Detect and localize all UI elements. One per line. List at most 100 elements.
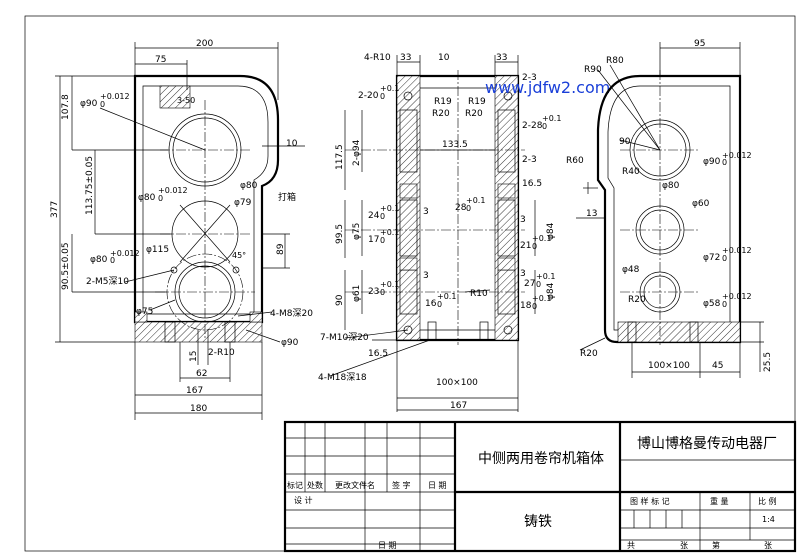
side-dim-24-tol: +0.1 — [380, 204, 399, 213]
dim-phi80a: φ80 — [240, 181, 258, 191]
side-dim-2-28-tol0: 0 — [542, 122, 547, 131]
side-dim-r19a: R19 — [434, 97, 452, 107]
side-dim-7-m10: 7-M10深20 — [320, 332, 369, 343]
side-dim-2-phi94: 2-φ94 — [352, 139, 362, 166]
side-dim-2-3a: 2-3 — [522, 73, 537, 83]
front-foot-right — [249, 311, 263, 323]
tb-zhang: 张 — [680, 541, 688, 550]
rear-dim-phi72: φ72 — [703, 253, 720, 263]
side-dim-21-tol: +0.1 — [532, 234, 551, 243]
front-inner-wall — [142, 85, 269, 315]
dim-phi115: φ115 — [146, 245, 169, 255]
side-dim-2-28-tol: +0.1 — [542, 114, 561, 123]
side-dim-28: 28 — [455, 203, 467, 213]
tb-bili-val: 1:4 — [762, 515, 775, 524]
material: 铸铁 — [524, 514, 552, 530]
rear-dim-phi80: φ80 — [662, 181, 680, 191]
tb-tuyang: 图 样 标 记 — [630, 496, 670, 506]
rear-dim-phi90-tol: +0.012 — [722, 151, 752, 160]
rear-dim-phi58: φ58 — [703, 299, 721, 309]
dim-phi80b-tol: +0.012 — [158, 186, 188, 195]
side-dim-2-20-tol: +0.1 — [380, 84, 399, 93]
rear-dim-r60: R60 — [566, 156, 584, 166]
dim-2-r10: 2-R10 — [208, 348, 235, 358]
side-dim-17-tol: +0.1 — [380, 228, 399, 237]
tb-di: 第 — [712, 540, 720, 550]
side-dim-16-tol0: 0 — [437, 300, 442, 309]
rear-dim-25-5: 25.5 — [763, 352, 773, 372]
tb-bili: 比 例 — [758, 496, 777, 506]
side-dim-3b: 3 — [520, 215, 526, 225]
rear-dim-r80: R80 — [606, 56, 624, 66]
rear-view — [576, 42, 764, 378]
rear-dim-phi72-tol: +0.012 — [722, 246, 752, 255]
side-dim-27-tol0: 0 — [536, 280, 541, 289]
side-dim-23-tol: +0.1 — [380, 280, 399, 289]
side-dim-18-tol0: 0 — [532, 302, 537, 311]
side-dim-28-tol: +0.1 — [466, 196, 485, 205]
side-dim-phi75: φ75 — [352, 223, 362, 240]
side-dim-16-5b: 16.5 — [368, 349, 388, 359]
side-dim-phi84a: φ84 — [546, 222, 556, 240]
side-dim-17: 17 — [368, 235, 379, 245]
front-base-plate — [134, 321, 263, 343]
side-dim-21-tol0: 0 — [532, 242, 537, 251]
front-view — [55, 42, 305, 420]
tb-qianzi: 签 字 — [392, 480, 411, 490]
side-dim-33a: 33 — [400, 53, 411, 63]
rear-dim-phi48: φ48 — [622, 265, 640, 275]
side-dim-117-5: 117.5 — [335, 144, 345, 170]
side-dim-r20b: R20 — [465, 109, 483, 119]
side-dim-3c: 3 — [423, 271, 429, 281]
dim-3-50: 3-50 — [177, 96, 195, 105]
front-body-outline — [133, 74, 280, 324]
dim-113-75: 113.75±0.05 — [85, 156, 95, 215]
side-dim-16-tol: +0.1 — [437, 292, 456, 301]
side-dim-10: 10 — [438, 53, 450, 63]
rear-dim-r20a: R20 — [628, 295, 646, 305]
side-dim-3a: 3 — [423, 207, 429, 217]
side-dim-3d: 3 — [520, 269, 526, 279]
dim-180: 180 — [190, 404, 207, 414]
dim-10: 10 — [286, 139, 298, 149]
side-dim-2-20: 2-20 — [358, 91, 379, 101]
rear-dim-90: 90 — [619, 137, 631, 147]
dim-m8: 4-M8深20 — [270, 308, 313, 319]
front-foot-left — [134, 311, 148, 323]
tb-riqi2: 日 期 — [378, 541, 397, 550]
tb-genggai: 更改文件名 — [335, 480, 375, 490]
side-dim-100x100: 100×100 — [436, 378, 478, 388]
tb-biaoji: 标记 — [287, 480, 303, 490]
side-dim-33b: 33 — [496, 53, 507, 63]
rear-dim-phi90: φ90 — [703, 157, 721, 167]
dim-phi90-tol0: 0 — [100, 100, 105, 109]
dim-phi79: φ79 — [234, 198, 252, 208]
side-dim-16-5a: 16.5 — [522, 179, 542, 189]
side-dim-r10: R10 — [470, 289, 488, 299]
side-dim-24-tol0: 0 — [380, 212, 385, 221]
dim-15: 15 — [189, 351, 199, 362]
side-dim-16: 16 — [425, 299, 437, 309]
dim-phi80c: φ80 — [90, 255, 108, 265]
side-view — [329, 55, 536, 412]
front-stud-left — [164, 321, 176, 343]
side-dim-2-28: 2-28 — [522, 121, 543, 131]
dim-45deg: 45° — [232, 251, 246, 260]
rear-dim-phi72-tol0: 0 — [722, 254, 727, 263]
rear-body-outline — [596, 74, 742, 344]
side-dim-2-20-tol0: 0 — [380, 92, 385, 101]
side-dim-r19b: R19 — [468, 97, 486, 107]
dim-89: 89 — [276, 243, 286, 255]
side-dim-18: 18 — [520, 301, 532, 311]
dim-phi80c-tol0: 0 — [110, 256, 115, 265]
rear-dim-phi60: φ60 — [692, 199, 710, 209]
side-dim-21: 21 — [520, 241, 531, 251]
dim-90-5: 90.5±0.05 — [61, 242, 71, 290]
side-dim-167: 167 — [450, 401, 467, 411]
dim-dabian: 打箱 — [278, 191, 296, 203]
front-tap-hole-right — [232, 266, 240, 274]
rear-dim-r40: R40 — [622, 167, 640, 177]
side-dim-133-5: 133.5 — [442, 140, 468, 150]
title-block — [283, 420, 797, 553]
